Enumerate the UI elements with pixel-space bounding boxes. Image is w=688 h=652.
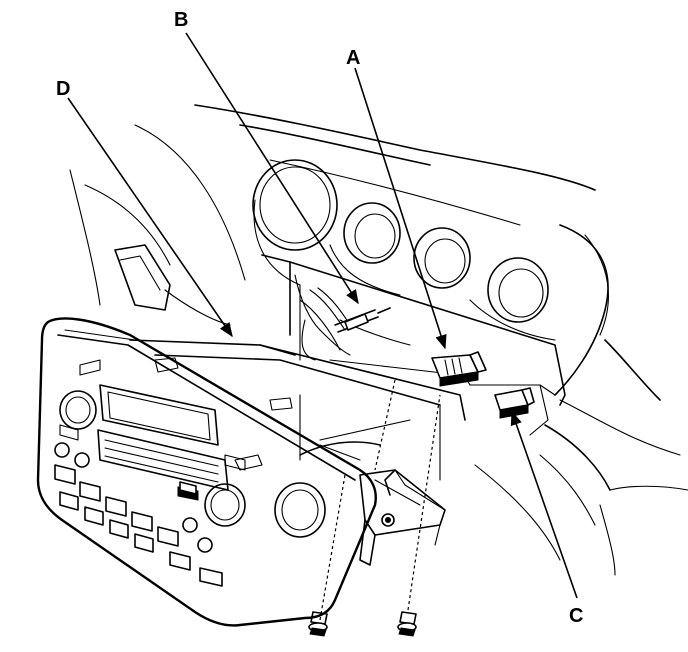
antenna-lead-connector bbox=[334, 307, 391, 333]
callout-label-b: B bbox=[174, 9, 188, 31]
dashboard-panel bbox=[69, 104, 688, 576]
leader-b bbox=[185, 32, 359, 305]
mounting-screw-left bbox=[308, 474, 346, 637]
callout-label-c: C bbox=[569, 605, 583, 627]
leader-c bbox=[510, 410, 578, 599]
callout-label-a: A bbox=[346, 47, 360, 69]
dash-vents bbox=[252, 159, 556, 341]
radio-chassis bbox=[129, 339, 466, 481]
mounting-screw-right bbox=[397, 394, 441, 637]
leader-d bbox=[67, 97, 233, 338]
connector-c bbox=[494, 387, 535, 419]
leader-a bbox=[354, 67, 447, 350]
radio-faceplate bbox=[36, 317, 377, 627]
mounting-bracket bbox=[359, 469, 446, 566]
callout-leaders bbox=[67, 32, 578, 599]
connector-a bbox=[431, 351, 487, 387]
callout-label-d: D bbox=[56, 78, 70, 100]
